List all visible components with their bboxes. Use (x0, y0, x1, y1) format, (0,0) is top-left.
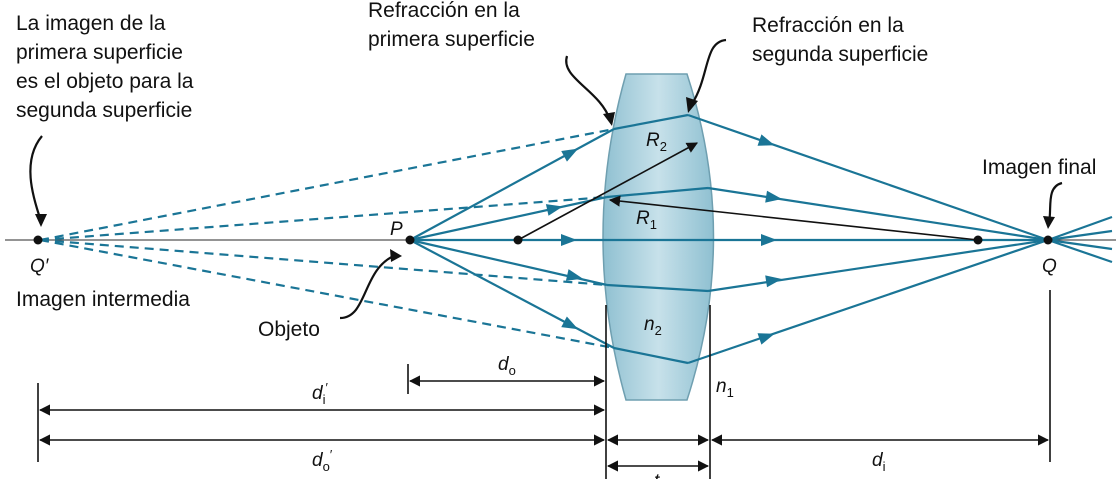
callout-pointers (29, 38, 1063, 320)
radius-r2-line (517, 142, 698, 241)
intermediate-image-label: Imagen intermedia (16, 288, 190, 311)
first-image-label-line1: La imagen de la (16, 12, 166, 35)
symbol-d-i-prime: di′ (312, 380, 328, 407)
ray-direction-arrows (545, 134, 782, 345)
symbol-p: P (390, 219, 403, 240)
center-r2 (513, 235, 523, 245)
refraction-second-surface-line2: segunda superficie (752, 43, 928, 66)
final-image-label: Imagen final (982, 156, 1096, 179)
refraction-second-surface-line1: Refracción en la (752, 14, 904, 37)
first-image-label-line4: segunda superficie (16, 99, 192, 122)
symbol-r2: R2 (646, 130, 667, 154)
internal-rays (606, 113, 710, 365)
symbol-n1: n1 (716, 376, 734, 400)
symbol-q-prime: Q′ (30, 256, 50, 277)
symbol-d-i: di (872, 450, 886, 474)
symbol-t: t (654, 471, 660, 479)
symbol-r1: R1 (636, 208, 657, 232)
object-label: Objeto (258, 318, 320, 341)
first-image-label-line2: primera superficie (16, 41, 183, 64)
radius-r1-line (608, 195, 979, 241)
dimension-extension-lines (37, 290, 1051, 479)
point-p (405, 235, 415, 245)
symbol-d-o: do (498, 354, 516, 378)
virtual-ray-extensions (39, 127, 615, 350)
symbol-d-o-prime: do′ (312, 447, 333, 474)
emergent-rays (687, 113, 1113, 365)
first-image-label-line3: es el objeto para la (16, 70, 194, 93)
point-q (1043, 235, 1053, 245)
refraction-first-surface-line2: primera superficie (368, 28, 535, 51)
incident-rays (409, 128, 615, 349)
symbol-q: Q (1042, 256, 1057, 277)
symbol-n2: n2 (644, 314, 662, 338)
thick-lens (602, 73, 715, 401)
refraction-first-surface-line1: Refracción en la (368, 0, 520, 22)
center-r1 (973, 235, 983, 245)
point-q-prime (33, 235, 43, 245)
